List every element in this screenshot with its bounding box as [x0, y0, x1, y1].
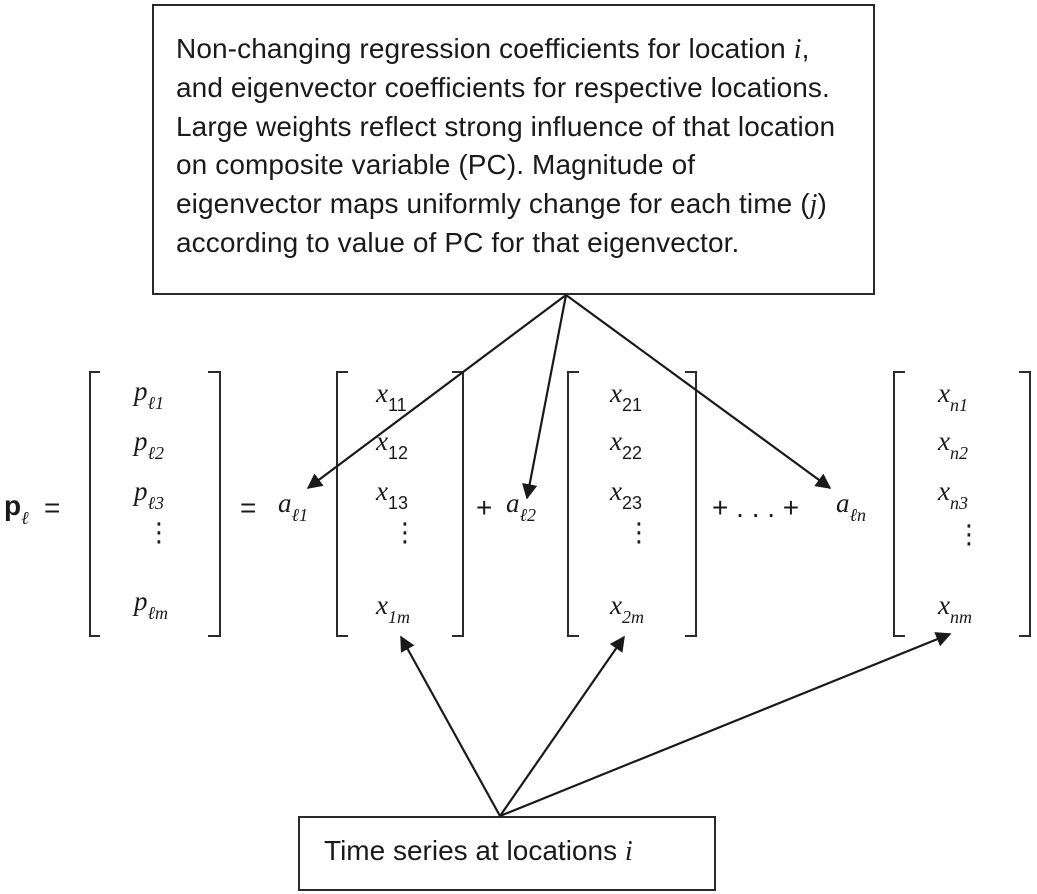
callout-line-1: Non-changing regression coefficients for… [176, 33, 794, 64]
callout-line-3: Large weights reflect strong influence o… [176, 110, 836, 142]
callout-line-1-end: , [801, 33, 810, 64]
xn-vector-right-bracket [1019, 371, 1031, 637]
x1-element-1: x11 [376, 378, 407, 415]
term1-operator: = [240, 492, 257, 523]
p-element-2: pℓ2 [134, 426, 164, 463]
arrow-to-x1-vector [400, 635, 501, 817]
x2-element-1: x21 [610, 378, 643, 415]
callout-var-i: i [793, 34, 802, 65]
time-series-label: Time series at locations [324, 835, 625, 866]
coef-a-l2: aℓ2 [506, 488, 536, 525]
xn-vector-left-bracket [893, 371, 905, 637]
p-element-3: pℓ3 [134, 476, 164, 513]
lhs-sub: ℓ [21, 508, 29, 528]
callout-line-6: according to value of PC for that eigenv… [176, 227, 740, 259]
p-vector-right-bracket [208, 371, 221, 637]
lhs-vector-symbol: pℓ [4, 490, 29, 528]
callout-line-5: eigenvector maps uniformly change for ea… [176, 187, 810, 219]
p-vector-left-bracket [89, 371, 100, 637]
callout-line-5-end: ) [817, 187, 827, 219]
x1-vdots: ⋮ [392, 517, 418, 547]
x1-element-m: x1m [376, 590, 410, 627]
time-series-callout-box: Time series at locations i [298, 816, 716, 891]
termn-operator: + . . . + [712, 492, 800, 523]
coef-a-l1: aℓ1 [278, 488, 308, 525]
arrow-to-x2-vector [499, 635, 625, 817]
x1-vector-right-bracket [452, 371, 464, 637]
x2-element-3: x23 [610, 476, 643, 513]
xn-element-3: xn3 [938, 476, 968, 513]
arrow-to-a-ln [565, 294, 832, 489]
lhs-equals: = [44, 492, 61, 523]
time-series-var-i: i [624, 836, 633, 867]
xn-vdots: ⋮ [956, 519, 982, 549]
x2-vector-left-bracket [567, 371, 579, 637]
x2-vector-right-bracket [685, 371, 697, 637]
arrow-to-xn-vector [499, 632, 952, 818]
x2-element-2: x22 [610, 426, 643, 463]
coef-a-ln: aℓn [836, 488, 866, 525]
p-element-1: pℓ1 [134, 376, 164, 413]
term2-operator: + [476, 492, 493, 523]
arrow-to-a-l2 [522, 294, 568, 500]
x1-element-3: x13 [376, 476, 409, 513]
callout-text: Non-changing regression coefficients for… [176, 30, 859, 262]
coefficients-callout-box: Non-changing regression coefficients for… [152, 4, 875, 295]
p-element-m: pℓm [134, 586, 168, 623]
callout-line-4: on composite variable (PC). Magnitude of [176, 149, 696, 181]
callout-var-j: j [809, 188, 818, 220]
x2-element-m: x2m [610, 590, 644, 627]
callout-line-2: and eigenvector coefficients for respect… [176, 72, 830, 104]
p-vdots: ⋮ [146, 517, 172, 547]
x2-vdots: ⋮ [626, 517, 652, 547]
xn-element-1: xn1 [938, 378, 968, 415]
x1-element-2: x12 [376, 426, 409, 463]
time-series-text: Time series at locations i [324, 835, 633, 868]
arrow-to-a-l1 [306, 294, 567, 489]
lhs-base: p [4, 490, 22, 521]
xn-element-m: xnm [938, 590, 972, 627]
xn-element-2: xn2 [938, 426, 968, 463]
x1-vector-left-bracket [336, 371, 348, 637]
